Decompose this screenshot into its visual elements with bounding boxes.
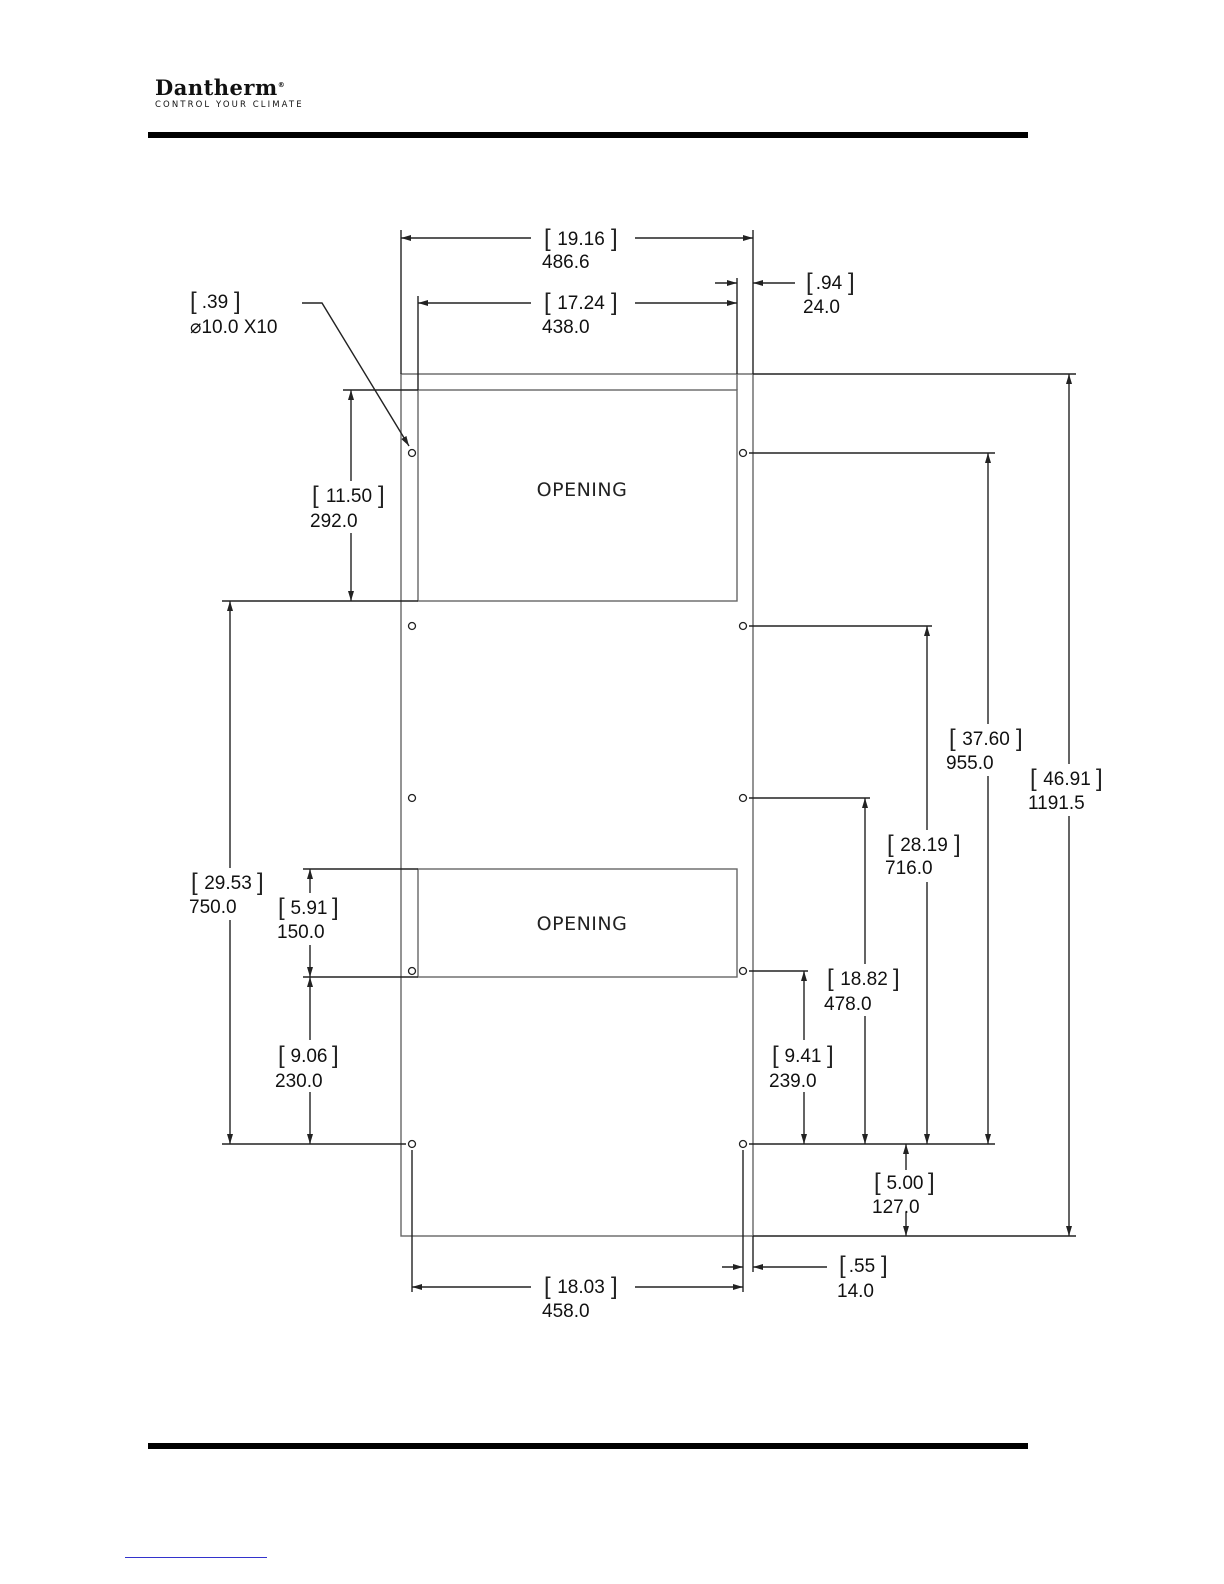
hole: [740, 623, 747, 630]
dim-hole-rows-955: [] 37.60 955.0: [946, 725, 1023, 774]
dim-bottom-margin: [] 5.00 127.0: [872, 1169, 935, 1218]
svg-text:]: ]: [332, 894, 339, 921]
hole: [409, 795, 416, 802]
hole: [740, 450, 747, 457]
svg-text:150.0: 150.0: [277, 922, 325, 943]
svg-text:28.19: 28.19: [900, 835, 948, 856]
svg-text:5.91: 5.91: [291, 898, 328, 919]
svg-text:478.0: 478.0: [824, 994, 872, 1015]
svg-text:11.50: 11.50: [326, 486, 372, 507]
hole: [740, 1141, 747, 1148]
svg-text:[: [: [190, 288, 197, 315]
svg-text:[: [: [839, 1252, 846, 1279]
svg-text:9.41: 9.41: [785, 1046, 822, 1067]
svg-text:19.16: 19.16: [557, 229, 605, 250]
svg-text:1191.5: 1191.5: [1028, 793, 1085, 814]
svg-text:]: ]: [332, 1042, 339, 1069]
svg-text:955.0: 955.0: [946, 753, 994, 774]
dim-hole-spec: [] .39 ⌀10.0 X10: [190, 288, 278, 338]
svg-text:]: ]: [257, 869, 264, 896]
svg-text:⌀10.0 X10: ⌀10.0 X10: [190, 317, 278, 338]
svg-text:24.0: 24.0: [803, 297, 840, 318]
dim-width-total: [] 19.16 486.6: [542, 225, 618, 273]
svg-text:]: ]: [827, 1042, 834, 1069]
svg-text:[: [: [544, 289, 551, 316]
dim-width-inner: [] 17.24 438.0: [542, 289, 618, 338]
dim-hole-rows-478: [] 18.82 478.0: [824, 965, 900, 1015]
dimension-lines: [230, 238, 1069, 1287]
svg-text:239.0: 239.0: [769, 1071, 817, 1092]
svg-text:486.6: 486.6: [542, 252, 590, 273]
opening-bottom-label: OPENING: [537, 913, 628, 935]
svg-text:[: [: [772, 1042, 779, 1069]
svg-text:[: [: [949, 725, 956, 752]
svg-text:127.0: 127.0: [872, 1197, 920, 1218]
dim-total-height: [] 46.91 1191.5: [1028, 765, 1103, 814]
hole: [409, 1141, 416, 1148]
hole: [740, 968, 747, 975]
svg-text:]: ]: [848, 269, 855, 296]
hole: [740, 795, 747, 802]
svg-text:9.06: 9.06: [291, 1046, 328, 1067]
dim-opening-top-height: [] 11.50 292.0: [310, 482, 385, 532]
svg-text:]: ]: [234, 288, 241, 315]
svg-text:]: ]: [954, 831, 961, 858]
svg-text:17.24: 17.24: [557, 293, 605, 314]
svg-text:]: ]: [611, 225, 618, 252]
dim-flange-right-bottom: [] .55 14.0: [837, 1252, 888, 1302]
svg-text:]: ]: [611, 289, 618, 316]
svg-text:[: [: [312, 482, 319, 509]
svg-text:716.0: 716.0: [885, 858, 933, 879]
svg-text:37.60: 37.60: [962, 729, 1010, 750]
svg-text:[: [: [278, 1042, 285, 1069]
svg-text:[: [: [544, 225, 551, 252]
svg-text:5.00: 5.00: [887, 1173, 924, 1194]
svg-text:]: ]: [378, 482, 385, 509]
svg-text:18.82: 18.82: [840, 969, 888, 990]
opening-top-label: OPENING: [537, 479, 628, 501]
dim-hole-rows-716: [] 28.19 716.0: [885, 831, 961, 879]
svg-text:[: [: [544, 1273, 551, 1300]
svg-text:]: ]: [893, 965, 900, 992]
hole: [409, 623, 416, 630]
svg-text:[: [: [191, 869, 198, 896]
svg-text:]: ]: [881, 1252, 888, 1279]
svg-text:[: [: [874, 1169, 881, 1196]
svg-text:]: ]: [1016, 725, 1023, 752]
svg-text:292.0: 292.0: [310, 511, 358, 532]
dim-left-span: [] 29.53 750.0: [189, 869, 264, 918]
dim-hole-rows-239: [] 9.41 239.0: [769, 1042, 834, 1092]
svg-text:[: [: [827, 965, 834, 992]
mounting-holes: [409, 450, 747, 1148]
svg-text:]: ]: [928, 1169, 935, 1196]
svg-text:.55: .55: [849, 1256, 875, 1277]
svg-text:[: [: [278, 894, 285, 921]
svg-text:]: ]: [1096, 765, 1103, 792]
svg-text:.94: .94: [816, 273, 843, 294]
svg-text:[: [: [887, 831, 894, 858]
svg-text:29.53: 29.53: [204, 873, 252, 894]
dim-flange-right-top: [] .94 24.0: [803, 269, 855, 318]
svg-text:[: [: [806, 269, 813, 296]
svg-text:750.0: 750.0: [189, 897, 237, 918]
svg-text:14.0: 14.0: [837, 1281, 874, 1302]
svg-text:18.03: 18.03: [557, 1277, 605, 1298]
svg-text:438.0: 438.0: [542, 317, 590, 338]
dim-hole-span-bottom: [] 18.03 458.0: [542, 1273, 618, 1322]
svg-text:[: [: [1030, 765, 1037, 792]
svg-text:230.0: 230.0: [275, 1071, 323, 1092]
hole: [409, 968, 416, 975]
panel-outline: [401, 374, 753, 1236]
svg-text:.39: .39: [202, 292, 228, 313]
svg-text:458.0: 458.0: [542, 1301, 590, 1322]
svg-text:]: ]: [611, 1273, 618, 1300]
dim-bottom-to-opening: [] 9.06 230.0: [275, 1042, 339, 1092]
dim-opening-bottom-height: [] 5.91 150.0: [277, 894, 339, 943]
svg-text:46.91: 46.91: [1043, 769, 1091, 790]
hole: [409, 450, 416, 457]
